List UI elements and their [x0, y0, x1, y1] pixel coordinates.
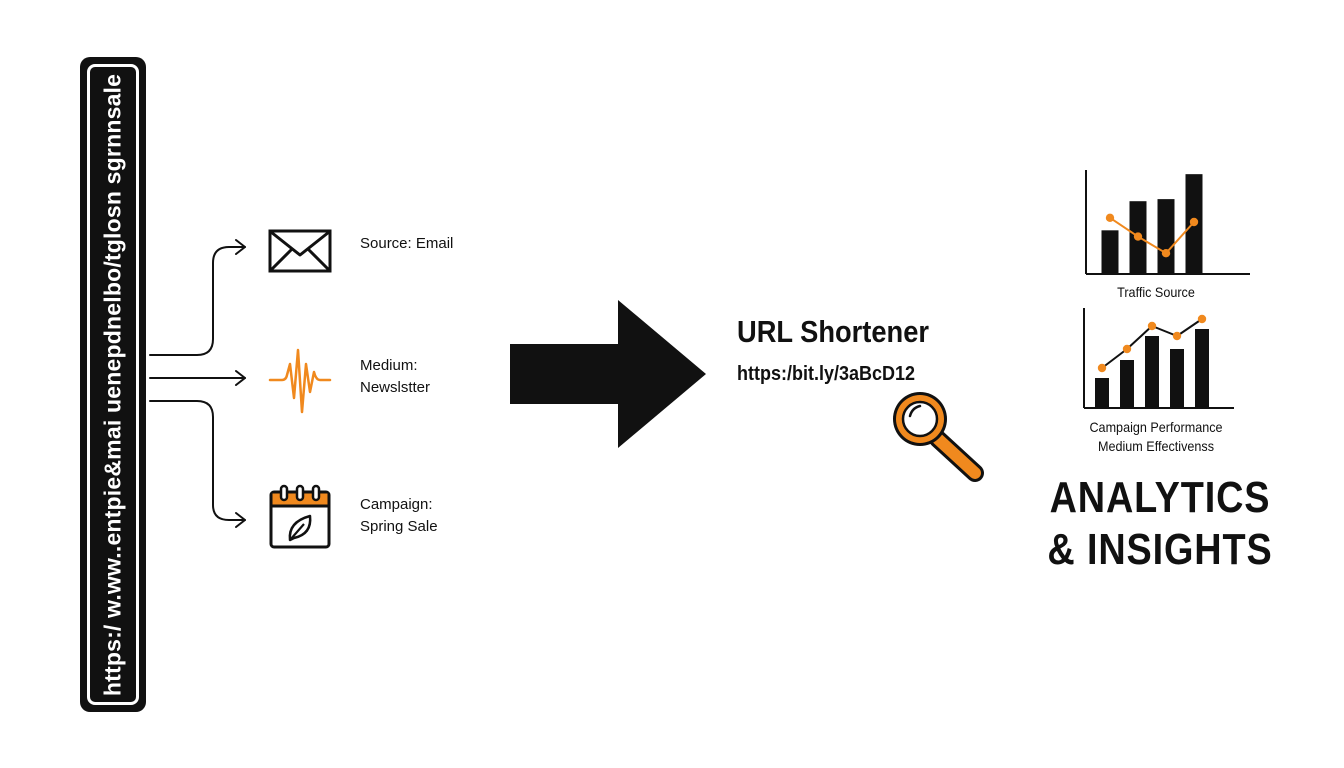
envelope-icon: [268, 229, 332, 273]
branch-connectors: [149, 239, 246, 528]
param-source-label: Source: Email: [360, 235, 454, 252]
param-campaign-label: Campaign: Spring Sale: [360, 496, 438, 535]
trend-line: [1109, 217, 1195, 255]
trend-point: [1172, 331, 1182, 341]
calendar-icon: [269, 484, 331, 549]
long-url-text: https:/ w.ww..entpie&mai uenepdnelbo/tgl…: [99, 73, 126, 696]
url-shortener-title: URL Shortener: [737, 314, 930, 349]
magnifier-icon: [893, 392, 984, 482]
branch-arrowhead-campaign: [235, 512, 246, 528]
trend-point: [1189, 217, 1199, 227]
trend-point: [1161, 249, 1171, 258]
campaign-performance-chart: [1083, 308, 1234, 409]
trend-point: [1197, 314, 1207, 324]
chart-bar: [1095, 378, 1109, 408]
branch-line-campaign: [149, 400, 246, 521]
trend-point: [1122, 344, 1132, 354]
traffic-source-chart: [1085, 170, 1250, 275]
trend-point: [1097, 363, 1107, 373]
chart-bar: [1195, 329, 1209, 408]
param-medium-label: Medium: Newslstter: [360, 357, 431, 396]
short-url-text: https:/bit.ly/3aBcD12: [737, 363, 916, 385]
trend-point: [1105, 213, 1115, 223]
branch-line-source: [149, 246, 246, 356]
trend-point: [1133, 232, 1143, 241]
chart-bar: [1101, 230, 1119, 274]
chart-bar: [1157, 199, 1175, 274]
chart-bar: [1170, 349, 1184, 408]
chart-bar: [1120, 360, 1134, 408]
long-url-bar: https:/ w.ww..entpie&mai uenepdnelbo/tgl…: [80, 57, 146, 712]
waveform-icon: [268, 348, 332, 414]
chart-bar: [1145, 336, 1159, 408]
traffic-source-caption: Traffic Source: [1117, 284, 1195, 300]
big-arrow-icon: [510, 300, 706, 448]
trend-point: [1147, 321, 1157, 331]
branch-arrowhead-medium: [235, 370, 246, 386]
analytics-headline: ANALYTICS & INSIGHTS: [1047, 473, 1273, 574]
branch-arrowhead-source: [235, 239, 246, 255]
long-url-frame: https:/ w.ww..entpie&mai uenepdnelbo/tgl…: [87, 64, 139, 705]
campaign-performance-caption: Campaign Performance Medium Effectivenss: [1089, 419, 1223, 454]
